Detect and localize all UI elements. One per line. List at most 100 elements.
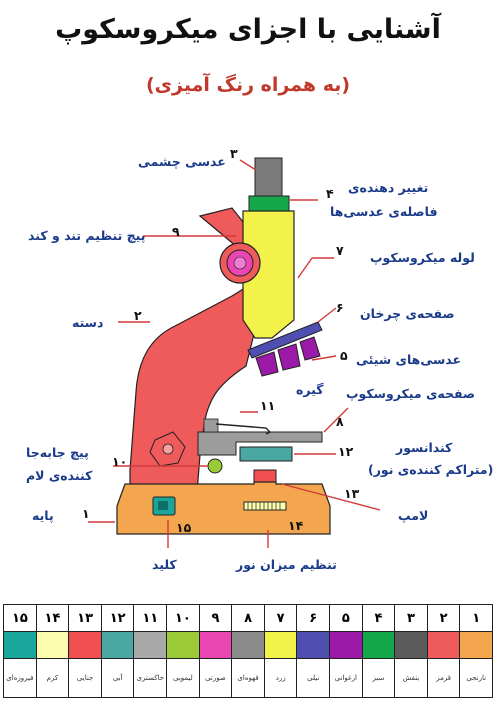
legend-swatch xyxy=(460,632,492,659)
legend-number: ۹ xyxy=(199,605,232,632)
legend-swatch xyxy=(362,632,395,659)
label-light-adjust: تنظیم میزان نور xyxy=(236,557,337,572)
num-clip: ۱۱ xyxy=(260,398,276,413)
legend-column: ۵ ارغوانی xyxy=(329,605,362,697)
legend-number: ۸ xyxy=(232,605,264,632)
legend-number: ۱۱ xyxy=(134,605,167,632)
num-light-adjust: ۱۴ xyxy=(288,518,304,533)
legend-color-name: لیمویی xyxy=(173,674,193,682)
page-title: آشنایی با اجزای میکروسکوپ xyxy=(55,14,441,45)
num-arm: ۲ xyxy=(134,308,142,323)
label-stage: صفحه‌ی میکروسکوپ xyxy=(346,386,476,401)
legend-column: ۲ قرمز xyxy=(426,605,460,697)
legend-color-name: کرم xyxy=(46,674,59,682)
legend-swatch xyxy=(101,632,134,659)
num-base: ۱ xyxy=(82,506,90,521)
clip-spring xyxy=(215,423,272,435)
legend-color-name: آبی xyxy=(112,674,123,682)
legend-number: ۴ xyxy=(362,605,395,632)
objective-2 xyxy=(277,343,301,371)
legend-swatch xyxy=(232,632,264,659)
legend-swatch xyxy=(264,632,297,659)
label-tube-adjust-2: فاصله‌ی عدسی‌ها xyxy=(330,204,438,219)
legend-swatch xyxy=(199,632,232,659)
legend-number: ۱۲ xyxy=(101,605,134,632)
objective-1 xyxy=(255,351,279,377)
arm-joint-bolt xyxy=(162,443,174,455)
num-eyepiece: ۳ xyxy=(230,146,238,161)
label-clip: گیره xyxy=(296,382,324,397)
legend-color-name: قرمز xyxy=(436,674,452,682)
legend-number: ۲ xyxy=(427,605,460,632)
num-coarse-knob: ۹ xyxy=(172,224,180,239)
legend-number: ۱۴ xyxy=(36,605,69,632)
revolver-shape xyxy=(247,321,323,359)
legend-color-name: فیروزه‌ای xyxy=(6,674,34,682)
label-switch: کلید xyxy=(152,557,177,572)
legend-color-name: نارنجی xyxy=(466,674,487,682)
light-adjust-ticks xyxy=(247,502,281,510)
num-condenser: ۱۲ xyxy=(338,444,354,459)
pointer-lines xyxy=(88,159,381,548)
light-adjust-shape xyxy=(243,501,287,511)
legend-swatch xyxy=(395,632,427,659)
tube-shape xyxy=(242,210,295,339)
num-objectives: ۵ xyxy=(340,348,348,363)
legend-number: ۵ xyxy=(330,605,362,632)
label-coarse-knob: پیچ تنظیم تند و کند xyxy=(28,228,146,243)
legend-color-name: بنفش xyxy=(402,674,420,682)
legend-column: ۱۵ فیروزه‌ای xyxy=(4,605,36,697)
legend-column: ۶ نیلی xyxy=(296,605,330,697)
clip-shape xyxy=(203,418,219,433)
objective-3 xyxy=(299,336,321,361)
legend-color-name: سبز xyxy=(372,674,385,682)
legend-number: ۶ xyxy=(297,605,330,632)
label-lamp: لامپ xyxy=(398,508,429,523)
legend-column: ۷ زرد xyxy=(263,605,297,697)
num-stage: ۸ xyxy=(336,414,344,429)
legend-swatch xyxy=(330,632,362,659)
microscope-diagram xyxy=(88,157,381,548)
legend-number: ۱۳ xyxy=(69,605,101,632)
legend-swatch xyxy=(36,632,69,659)
num-slide-knob: ۱۰ xyxy=(112,454,128,469)
page-subtitle: (به همراه رنگ آمیزی) xyxy=(0,74,496,96)
legend-column: ۱۱ خاکستری xyxy=(133,605,167,697)
condenser-shape xyxy=(239,446,293,462)
legend-color-name: خاکستری xyxy=(136,674,165,682)
legend-number: ۳ xyxy=(395,605,427,632)
label-condenser-2: (متراکم کننده‌ی نور) xyxy=(368,462,494,477)
legend-column: ۳ بنفش xyxy=(394,605,427,697)
legend-color-name: ارغوانی xyxy=(334,674,357,682)
tube-adjust-shape xyxy=(248,195,290,212)
label-base: پایه xyxy=(32,508,54,523)
legend-column: ۱۲ آبی xyxy=(100,605,134,697)
legend-number: ۱۰ xyxy=(167,605,199,632)
label-slide-knob-2: کننده‌ی لام xyxy=(26,468,93,483)
label-revolver: صفحه‌ی چرخان xyxy=(360,306,455,321)
legend-swatch xyxy=(134,632,167,659)
legend-swatch xyxy=(427,632,460,659)
legend-swatch xyxy=(167,632,199,659)
num-tube-adjust: ۴ xyxy=(326,186,334,201)
legend-number: ۷ xyxy=(264,605,297,632)
legend-color-name: زرد xyxy=(275,674,286,682)
legend-swatch xyxy=(297,632,330,659)
eyepiece-shape xyxy=(254,157,283,197)
legend-number: ۱۵ xyxy=(4,605,36,632)
label-eyepiece: عدسی چشمی xyxy=(138,154,226,169)
label-condenser-1: کندانسور xyxy=(396,440,453,455)
num-lamp: ۱۳ xyxy=(344,486,360,501)
legend-swatch xyxy=(4,632,36,659)
legend-color-name: نیلی xyxy=(307,674,320,682)
label-tube: لوله میکروسکوپ xyxy=(370,250,475,265)
legend-column: ۱۴ کرم xyxy=(35,605,69,697)
base-shape xyxy=(116,481,331,535)
arm-shape xyxy=(129,207,263,506)
num-revolver: ۶ xyxy=(336,300,344,315)
